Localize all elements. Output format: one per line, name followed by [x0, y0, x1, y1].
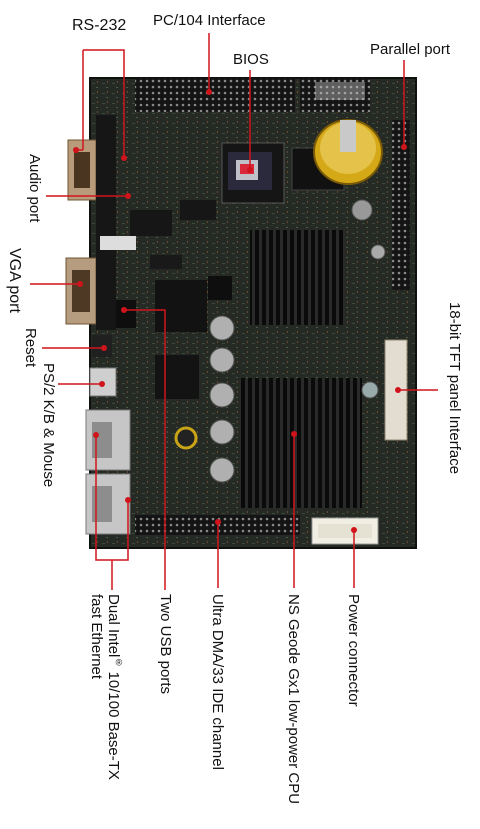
ethernet-jack-1 — [85, 409, 131, 471]
label-ethernet-line1: Dual Intel® 10/100 Base-TX — [105, 594, 124, 780]
pc104-connector — [135, 78, 295, 112]
label-ps2: PS/2 K/B & Mouse — [40, 363, 57, 488]
label-bios: BIOS — [233, 51, 269, 68]
label-rs232: RS-232 — [72, 17, 127, 34]
label-power-connector: Power connector — [345, 594, 362, 707]
label-pc104: PC/104 Interface — [153, 12, 266, 29]
ide-connector — [135, 515, 300, 535]
label-ethernet-line2: fast Ethernet — [88, 594, 105, 680]
serial-connector — [67, 139, 97, 201]
cpu-heatsink — [240, 378, 362, 508]
ethernet-jack-2 — [85, 473, 131, 535]
ps2-connector — [89, 367, 117, 397]
pcb-board — [89, 77, 417, 549]
label-reset: Reset — [22, 328, 39, 368]
label-vga-port: VGA port — [6, 248, 23, 313]
label-usb-ports: Two USB ports — [157, 594, 174, 695]
label-parallel-port: Parallel port — [370, 41, 451, 58]
label-cpu: NS Geode Gx1 low-power CPU — [285, 594, 302, 805]
vga-connector — [65, 257, 97, 325]
heatsink-upper — [250, 230, 345, 325]
power-connector — [311, 517, 379, 545]
battery — [313, 119, 383, 185]
tft-connector — [384, 339, 408, 441]
label-ide-channel: Ultra DMA/33 IDE channel — [209, 594, 226, 770]
label-ethernet: Dual Intel® 10/100 Base-TX fast Ethernet — [88, 594, 127, 780]
label-audio-port: Audio port — [26, 154, 43, 223]
label-tft-interface: 18-bit TFT panel Interface — [446, 302, 463, 475]
parallel-connector — [392, 120, 410, 290]
bios-chip — [221, 142, 285, 204]
